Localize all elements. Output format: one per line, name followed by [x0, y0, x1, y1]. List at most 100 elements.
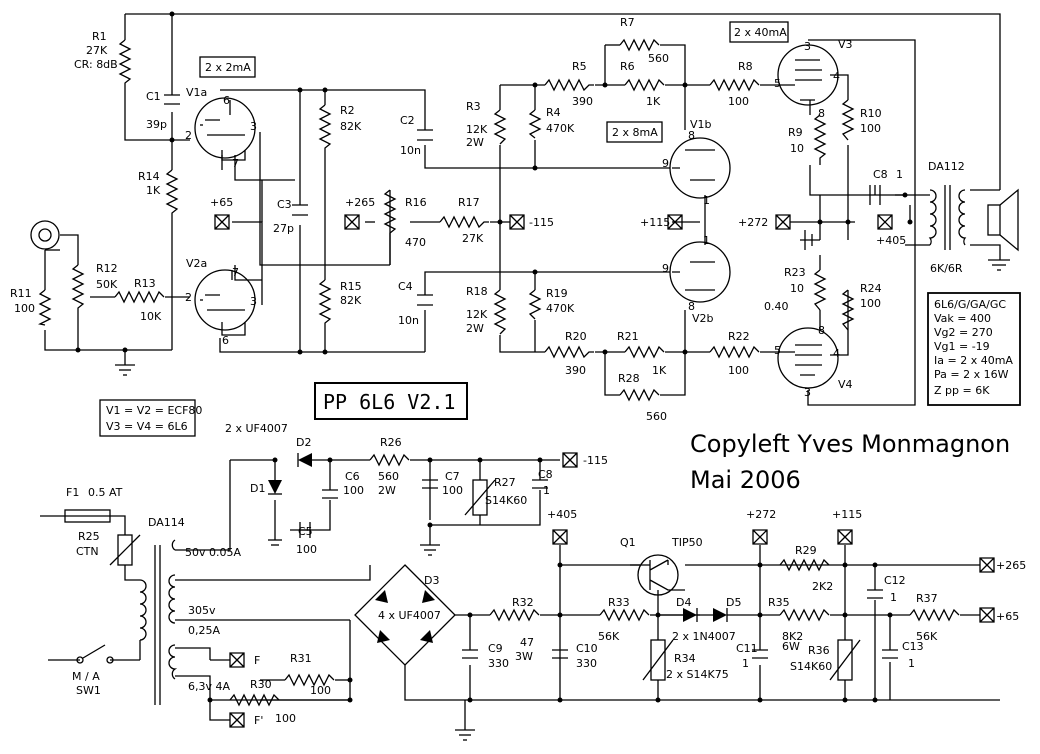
labels: PP 6L6 V2.1 Copyleft Yves Monmagnon Mai …	[10, 16, 1026, 727]
r32-name: R32	[512, 596, 534, 609]
d2-name: D2	[296, 436, 311, 449]
rail: F'	[254, 714, 263, 727]
r22-value: 100	[728, 364, 749, 377]
rail: +65	[996, 610, 1019, 623]
c8-top-value: 1	[896, 168, 903, 181]
c4-name: C4	[398, 280, 413, 293]
r21-name: R21	[617, 330, 639, 343]
r14-name: R14	[138, 170, 160, 183]
pin: 4	[833, 347, 840, 360]
r2-name: R2	[340, 104, 355, 117]
junctions	[75, 11, 913, 703]
rail: +265	[996, 559, 1026, 572]
spec-line-6: Pa = 2 x 16W	[934, 368, 1009, 381]
da114-name: DA114	[148, 516, 185, 529]
sw1-label: M / A	[72, 670, 100, 683]
r27-name: R27	[494, 476, 516, 489]
r18-name: R18	[466, 285, 488, 298]
pin: 3	[804, 386, 811, 399]
r32-power: 3W	[515, 650, 533, 663]
pin: 3	[804, 40, 811, 53]
rail: -115	[529, 216, 554, 229]
sec3-label: 6,3v 4A	[188, 680, 230, 693]
r13-name: R13	[134, 277, 156, 290]
r29-value: 2K2	[812, 580, 833, 593]
pin: 8	[688, 300, 695, 313]
spec-line-1: 6L6/G/GA/GC	[934, 298, 1006, 311]
r14-value: 1K	[146, 184, 161, 197]
label-v3: V3	[838, 38, 853, 51]
r26-power: 2W	[378, 484, 396, 497]
r5-name: R5	[572, 60, 587, 73]
pin: 5	[774, 77, 781, 90]
pin: 5	[774, 344, 781, 357]
r2-value: 82K	[340, 120, 362, 133]
r1-name: R1	[92, 30, 107, 43]
r8-name: R8	[738, 60, 753, 73]
r29-name: R29	[795, 544, 817, 557]
current-v1b: 2 x 8mA	[612, 126, 658, 139]
rail: +65	[210, 196, 233, 209]
r1-value: 27K	[86, 44, 108, 57]
d12-part: 2 x UF4007	[225, 422, 288, 435]
pin: 9	[662, 262, 669, 275]
rail: -115	[583, 454, 608, 467]
d3-part: 4 x UF4007	[378, 609, 441, 622]
f1-name: F1	[66, 486, 79, 499]
c4-value: 10n	[398, 314, 419, 327]
r3-value: 12K	[466, 123, 488, 136]
r33-value: 56K	[598, 630, 620, 643]
pin: 6	[222, 334, 229, 347]
diodes	[268, 453, 740, 643]
rail: +115	[640, 216, 670, 229]
r1-note: CR: 8dB	[74, 58, 118, 71]
r18-value: 12K	[466, 308, 488, 321]
r17-value: 27K	[462, 232, 484, 245]
r8-value: 100	[728, 95, 749, 108]
value-040: 0.40	[764, 300, 789, 313]
r31-value: 100	[310, 684, 331, 697]
c5-value: 100	[296, 543, 317, 556]
r28-value: 560	[646, 410, 667, 423]
c12-name: C12	[884, 574, 906, 587]
c8-value: 1	[543, 484, 550, 497]
rail: +265	[345, 196, 375, 209]
r30-value: 100	[275, 712, 296, 725]
pin: 4	[833, 70, 840, 83]
resistors	[38, 38, 960, 707]
pin: 8	[818, 324, 825, 337]
label-v2b: V2b	[692, 312, 714, 325]
r12-name: R12	[96, 262, 118, 275]
r7-name: R7	[620, 16, 635, 29]
spec-line-7: Z pp = 6K	[934, 384, 990, 397]
r24-value: 100	[860, 297, 881, 310]
r9-value: 10	[790, 142, 804, 155]
label-v1b: V1b	[690, 118, 712, 131]
r27-value: S14K60	[485, 494, 527, 507]
c5-name: C5	[298, 525, 313, 538]
r30-name: R30	[250, 678, 272, 691]
capacitors	[164, 94, 898, 659]
r7-value: 560	[648, 52, 669, 65]
rail: +272	[746, 508, 776, 521]
r13-value: 10K	[140, 310, 162, 323]
r31-name: R31	[290, 652, 312, 665]
r16-value: 470	[405, 236, 426, 249]
date: Mai 2006	[690, 466, 801, 494]
r20-value: 390	[565, 364, 586, 377]
c7-name: C7	[445, 470, 460, 483]
r12-value: 50K	[96, 278, 118, 291]
r22-name: R22	[728, 330, 750, 343]
boxes	[99, 21, 1021, 437]
tubes-line-2: V3 = V4 = 6L6	[106, 420, 188, 433]
label-v4: V4	[838, 378, 853, 391]
pin: 1	[703, 194, 710, 207]
c1-name: C1	[146, 90, 161, 103]
label-v2a: V2a	[186, 257, 207, 270]
varistors	[109, 479, 861, 681]
spec-line-5: Ia = 2 x 40mA	[934, 354, 1013, 367]
title: PP 6L6 V2.1	[323, 390, 455, 414]
r5-value: 390	[572, 95, 593, 108]
spec-line-2: Vak = 400	[934, 312, 991, 325]
